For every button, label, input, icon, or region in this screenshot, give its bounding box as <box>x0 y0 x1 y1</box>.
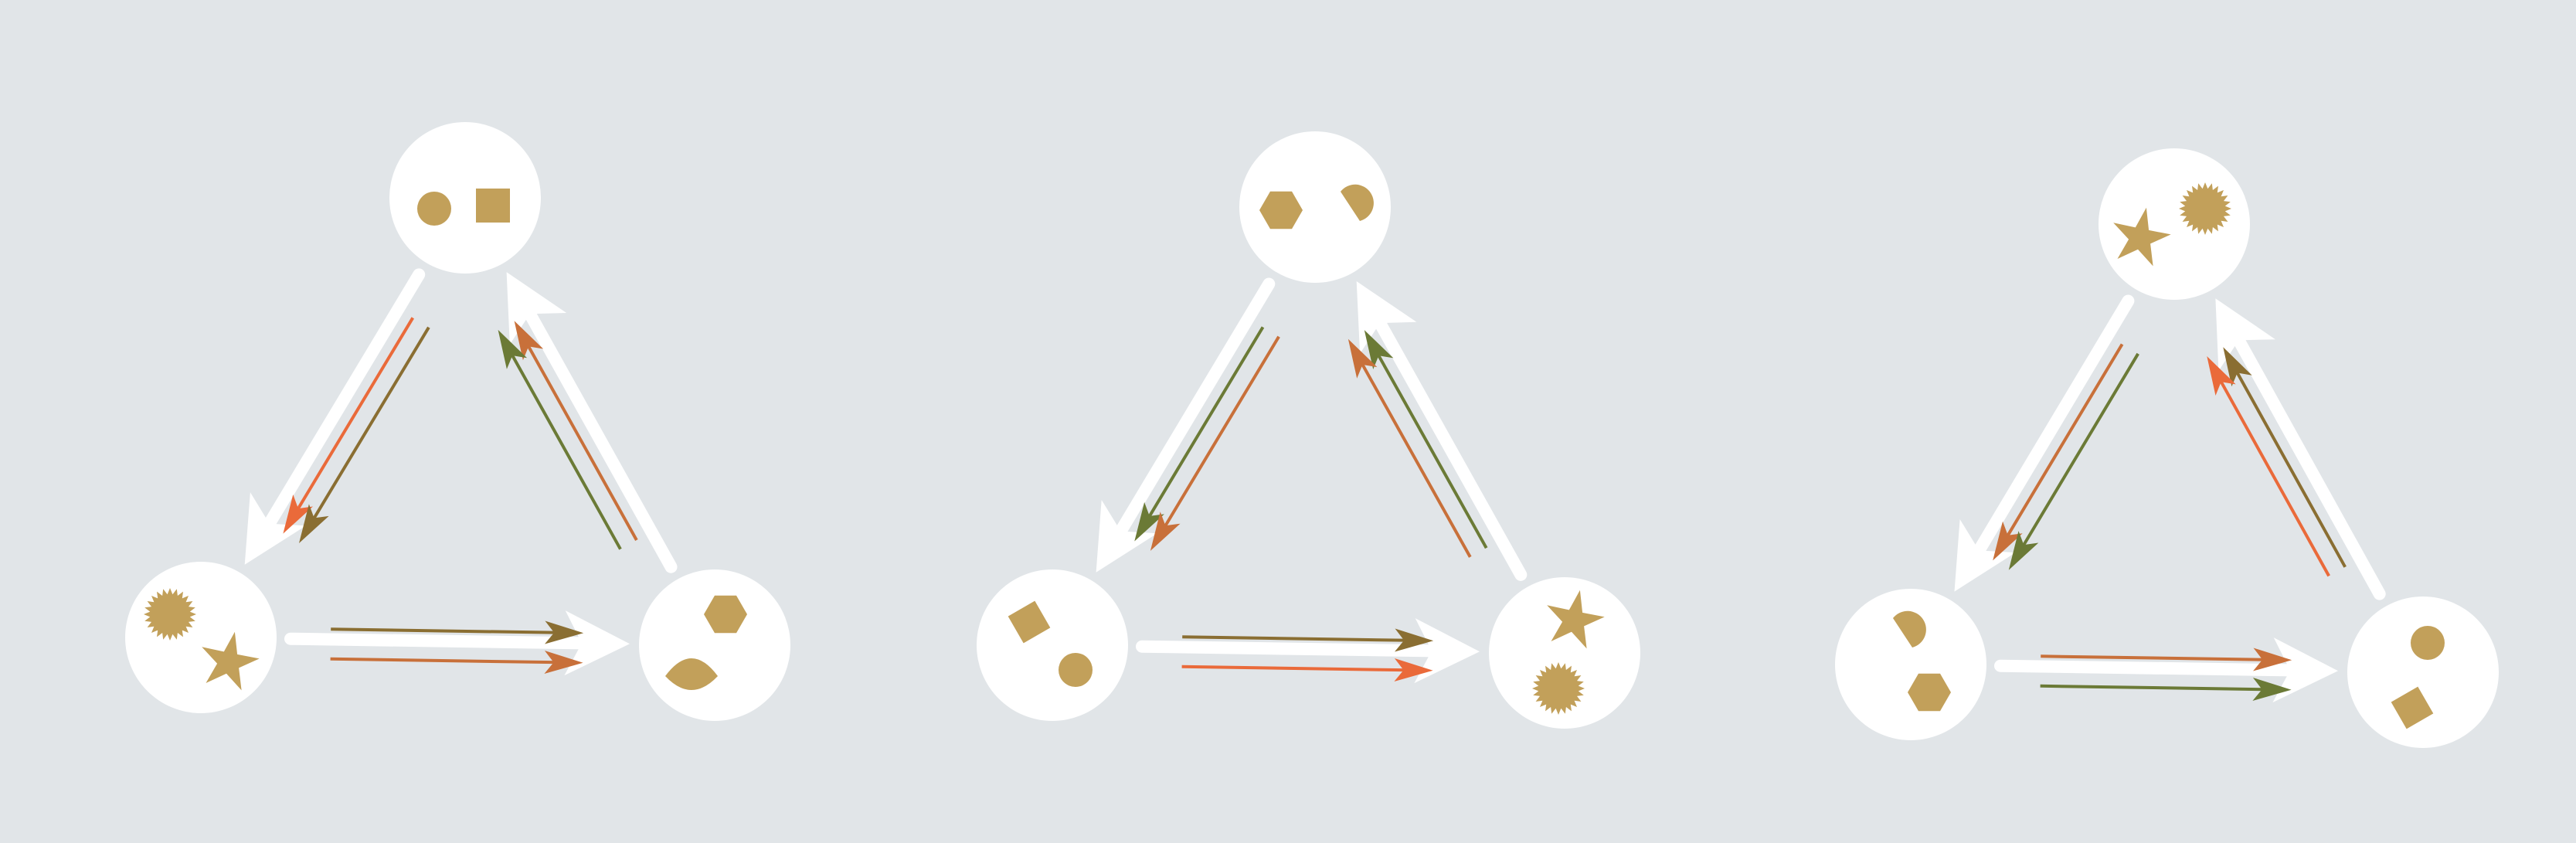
star-icon <box>202 631 260 691</box>
arrowhead-left-to-right <box>545 620 584 644</box>
flow-arrowhead-top-to-left <box>1096 500 1157 573</box>
arrow-left-to-right <box>1181 665 1410 672</box>
hexagon-icon <box>1908 673 1951 712</box>
arrow-top-to-left <box>2019 352 2139 552</box>
flow-arrow-right-to-top <box>1373 315 1528 581</box>
node-left <box>1835 589 1986 740</box>
flow-arrow-right-to-top <box>522 306 678 573</box>
arrow-right-to-top <box>2217 376 2330 577</box>
arrowhead-top-to-left <box>2008 531 2039 570</box>
flow-arrowhead-left-to-right <box>1414 618 1480 684</box>
node-top <box>389 122 541 274</box>
arrow-left-to-right <box>2041 654 2269 661</box>
square-icon <box>476 189 510 223</box>
node-left <box>977 569 1128 721</box>
small-arrows-layer <box>283 317 2347 701</box>
flow-arrow-left-to-right <box>1136 640 1439 658</box>
arrowhead-right-to-top <box>2223 347 2252 387</box>
arrowhead-left-to-right <box>2253 648 2292 671</box>
pie-icon <box>1341 184 1374 221</box>
starburst-icon <box>144 588 196 641</box>
flow-arrowhead-left-to-right <box>2272 637 2338 703</box>
arrow-right-to-top <box>1358 359 1472 558</box>
arrow-top-to-left <box>309 326 430 525</box>
panel-2-nodes <box>977 131 1640 729</box>
arrow-left-to-right <box>331 627 561 634</box>
arrowhead-top-to-left <box>283 495 313 534</box>
diamond-icon <box>1008 600 1051 644</box>
flow-arrows-layer <box>244 268 2386 703</box>
arrow-top-to-left <box>1144 326 1265 522</box>
node-right <box>1489 577 1640 729</box>
node-left <box>125 562 277 713</box>
diamond-icon <box>2391 686 2434 729</box>
flow-arrow-top-to-left <box>1113 277 1276 539</box>
flow-arrowhead-left-to-right <box>564 610 630 676</box>
panel-1-arrows <box>283 317 638 674</box>
panel-2-flow <box>1096 277 1528 684</box>
circle-icon <box>1059 653 1093 687</box>
pie-icon <box>1893 610 1926 648</box>
circle-icon <box>417 192 451 226</box>
arrowhead-right-to-top <box>498 329 528 369</box>
flow-arrowhead-right-to-top <box>2215 298 2275 371</box>
hexagon-icon <box>704 595 747 634</box>
arrow-top-to-left <box>1161 335 1280 532</box>
flow-arrow-top-to-left <box>262 268 426 532</box>
flow-arrow-left-to-right <box>1994 659 2298 677</box>
flow-arrow-top-to-left <box>1972 294 2135 559</box>
arrow-top-to-left <box>2003 343 2124 542</box>
arrow-right-to-top <box>2233 366 2347 568</box>
node-right <box>639 569 790 721</box>
flow-arrow-left-to-right <box>284 632 590 650</box>
starburst-icon <box>2179 182 2231 235</box>
arrowhead-right-to-top <box>2207 356 2236 396</box>
flow-arrowhead-right-to-top <box>506 272 567 345</box>
arrowhead-top-to-left <box>299 504 329 543</box>
arrow-top-to-left <box>294 317 415 515</box>
arrowhead-right-to-top <box>1347 338 1378 379</box>
flow-arrowhead-top-to-left <box>1954 519 2016 592</box>
node-top <box>2099 148 2250 300</box>
panel-1-flow <box>244 268 678 676</box>
star-icon <box>1547 590 1605 649</box>
panel-3-nodes <box>1835 148 2499 748</box>
panel-3-arrows <box>1993 343 2347 701</box>
starburst-icon <box>1532 662 1585 715</box>
arrow-right-to-top <box>524 340 638 541</box>
star-icon <box>2113 207 2171 267</box>
arrowhead-right-to-top <box>1364 330 1394 369</box>
nodes-layer <box>125 122 2499 748</box>
circle-icon <box>2411 626 2445 660</box>
flow-arrowhead-top-to-left <box>244 492 306 565</box>
arrowhead-left-to-right <box>1394 658 1433 682</box>
arrow-left-to-right <box>1182 635 1411 642</box>
arrow-right-to-top <box>508 349 622 550</box>
panel-1-nodes <box>125 122 790 721</box>
arrow-right-to-top <box>1374 349 1488 549</box>
panel-2-arrows <box>1134 326 1488 682</box>
hexagon-icon <box>1259 191 1303 229</box>
arrowhead-left-to-right <box>544 651 583 674</box>
arrow-left-to-right <box>2040 684 2268 692</box>
arrow-left-to-right <box>330 657 560 665</box>
lens-icon <box>665 658 718 690</box>
arrowhead-top-to-left <box>1134 501 1164 542</box>
node-top <box>1239 131 1391 283</box>
arrowhead-left-to-right <box>1395 628 1434 652</box>
flow-arrow-right-to-top <box>2231 332 2386 600</box>
arrowhead-right-to-top <box>514 321 544 361</box>
panel-3-flow <box>1954 294 2386 703</box>
arrowhead-top-to-left <box>1993 521 2023 561</box>
arrowhead-left-to-right <box>2252 678 2292 701</box>
arrowhead-top-to-left <box>1150 512 1181 551</box>
node-right <box>2347 597 2499 748</box>
flow-arrowhead-right-to-top <box>1356 281 1417 354</box>
